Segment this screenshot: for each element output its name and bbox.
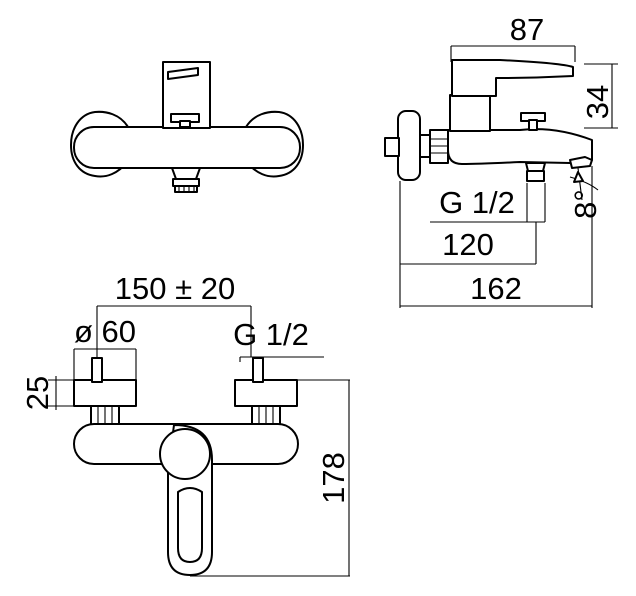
front-view-right-stem [252,357,264,383]
dim-178-label: 178 [316,452,351,504]
top-view [70,61,304,193]
top-view-diverter-stem [179,120,191,128]
dim-8deg-arrow [573,171,584,183]
side-view-outlet-thread [526,170,545,182]
dim-60-label: ø 60 [74,314,136,349]
front-view-right-nut-facets [258,406,274,425]
dim-34-label: 34 [580,85,615,119]
side-view-body [447,128,593,165]
side-view-spout-tip [569,156,593,169]
dim-162-label: 162 [470,271,522,306]
dim-side-thread-label: G 1/2 [439,185,515,220]
front-view-dimensions: 150 ± 20 ø 60 G 1/2 25 178 [20,271,351,577]
top-view-spout-neck [171,167,201,180]
dim-87-label: 87 [510,12,544,47]
top-view-spout-nut [172,178,200,187]
side-view [384,59,593,182]
front-view-left-nut-facets [97,406,113,425]
top-view-spout-aerator [174,185,198,193]
side-view-dimensions: 87 34 G 1/2 120 162 8° [399,12,618,308]
side-view-diverter-stem [528,119,538,131]
dim-120-label: 120 [442,227,494,262]
top-view-lever-recess [167,67,199,80]
dim-front-thread-label: G 1/2 [233,317,309,352]
side-view-wall-connector [384,137,400,157]
front-view-right-flange [234,379,298,407]
dim-25-line [48,376,90,410]
front-view-left-flange [73,379,137,407]
top-view-body [73,126,301,169]
side-view-nut-facets [430,138,448,154]
dim-87-line [450,45,576,62]
dim-120-line [399,181,537,308]
dim-8deg-label: 8° [568,189,603,219]
dim-front-thread-line [239,356,324,362]
side-view-lever [451,59,574,97]
side-view-outlet-neck [525,162,546,172]
side-view-cartridge [449,94,491,132]
dim-34-line [584,63,618,129]
front-view [73,357,299,576]
dim-side-thread-line [430,183,546,223]
front-view-left-stem [91,357,103,383]
side-view-eccentric [419,134,431,158]
dim-150-label: 150 ± 20 [115,271,235,306]
front-view-cartridge-cap [159,428,211,480]
side-view-wall-flange [397,110,421,181]
dim-162-line [400,166,593,308]
top-view-spout-tip-lines [178,186,195,192]
front-view-lever-recess [177,487,203,563]
dim-25-label: 25 [20,376,55,410]
dim-60-line [73,348,137,380]
dim-178-line [190,379,350,577]
